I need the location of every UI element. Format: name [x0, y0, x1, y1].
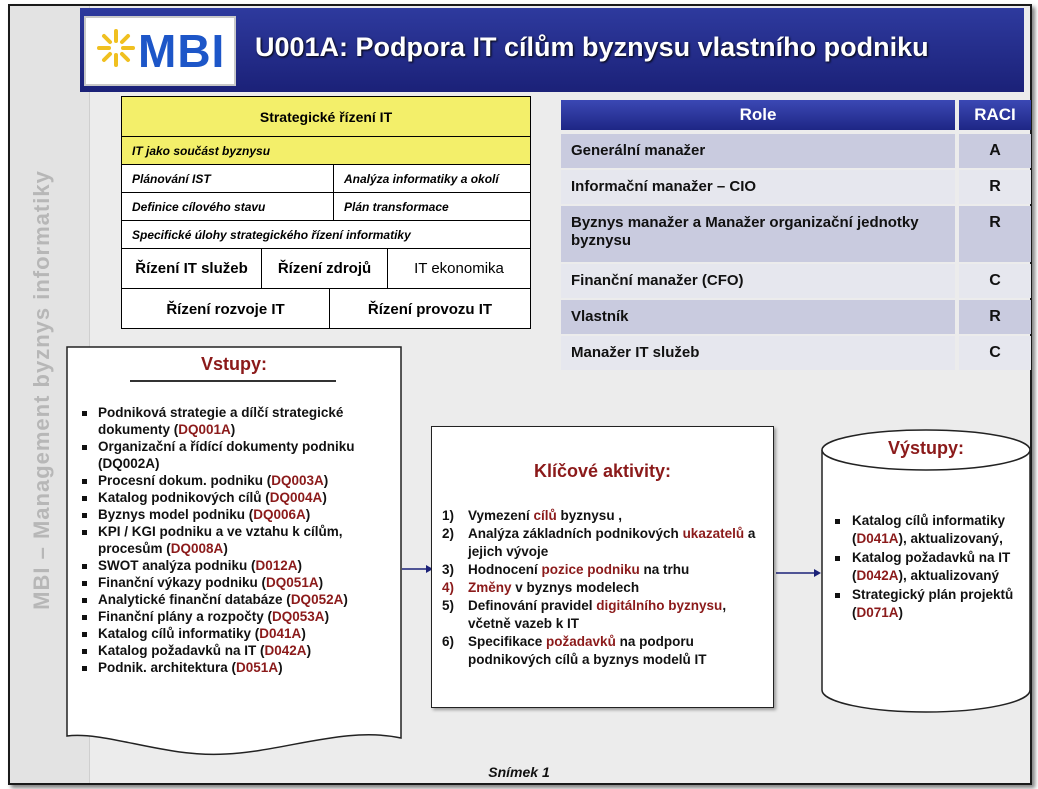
inputs-list: Podniková strategie a dílčí strategické … [78, 404, 398, 676]
list-item: Podniková strategie a dílčí strategické … [78, 404, 398, 438]
strategic-transformation: Plán transformace [334, 193, 530, 221]
activities-title: Klíčové aktivity: [533, 461, 672, 481]
strategic-development-mgmt: Řízení rozvoje IT [122, 289, 330, 329]
inputs-document: Vstupy: Podniková strategie a dílčí stra… [66, 346, 402, 766]
outputs-cylinder: Výstupy: Katalog cílů informatiky (D041A… [820, 428, 1032, 714]
inputs-title-underline [130, 380, 336, 382]
strategic-header: Strategické řízení IT [122, 97, 530, 137]
slide-number: Snímek 1 [488, 764, 550, 780]
list-item: 6)Specifikace požadavků na podporu podni… [442, 634, 707, 667]
outputs-list: Katalog cílů informatiky (D041A), aktual… [830, 512, 1026, 623]
list-item: KPI / KGI podniku a ve vztahu k cílům, p… [78, 523, 398, 557]
list-item: Analytické finanční databáze (DQ052A) [78, 591, 398, 608]
raci-value: C [959, 264, 1031, 298]
strategic-target-state: Definice cílového stavu [122, 193, 334, 221]
list-item: 1)Vymezení cílů byznysu , [442, 508, 623, 523]
raci-row: Generální manažer A [561, 134, 1031, 168]
strategic-it-economics: IT ekonomika [388, 249, 530, 289]
activities-list: 1)Vymezení cílů byznysu , 2)Analýza zákl… [442, 507, 767, 669]
list-item: Strategický plán projektů (D071A) [830, 586, 1026, 622]
strategic-table: Strategické řízení IT IT jako součást by… [121, 96, 531, 329]
list-item: 4)Změny v byznys modelech [442, 580, 640, 595]
raci-row: Finanční manažer (CFO) C [561, 264, 1031, 298]
list-item: Organizační a řídící dokumenty podniku (… [78, 438, 398, 472]
list-item: Katalog cílů informatiky (D041A) [78, 625, 398, 642]
list-item: Finanční výkazy podniku (DQ051A) [78, 574, 398, 591]
page-title: U001A: Podpora IT cílům byznysu vlastníh… [255, 32, 929, 62]
list-item: Finanční plány a rozpočty (DQ053A) [78, 608, 398, 625]
list-item: Katalog požadavků na IT (D042A) [78, 642, 398, 659]
raci-row: Manažer IT služeb C [561, 336, 1031, 370]
raci-row: Byznys manažer a Manažer organizační jed… [561, 206, 1031, 262]
sun-icon [97, 29, 135, 67]
list-item: Byznys model podniku (DQ006A) [78, 506, 398, 523]
raci-row: Informační manažer – CIO R [561, 170, 1031, 204]
raci-role: Informační manažer – CIO [561, 170, 955, 204]
strategic-row-business: IT jako součást byznysu [122, 137, 530, 165]
raci-role: Vlastník [561, 300, 955, 334]
outputs-title: Výstupy: [887, 438, 965, 458]
list-item: Procesní dokum. podniku (DQ003A) [78, 472, 398, 489]
raci-value: A [959, 134, 1031, 168]
strategic-resource-mgmt: Řízení zdrojů [262, 249, 388, 289]
raci-value: R [959, 300, 1031, 334]
strategic-specific-tasks: Specifické úlohy strategického řízení in… [122, 221, 530, 249]
list-item: 2)Analýza základních podnikových ukazate… [442, 526, 756, 559]
raci-role: Byznys manažer a Manažer organizační jed… [561, 206, 955, 262]
document-shape [66, 346, 402, 756]
list-item: Katalog podnikových cílů (DQ004A) [78, 489, 398, 506]
strategic-operations-mgmt: Řízení provozu IT [367, 300, 493, 318]
list-item: Katalog cílů informatiky (D041A), aktual… [830, 512, 1026, 548]
strategic-planning: Plánování IST [122, 165, 334, 193]
logo: MBI [84, 16, 236, 86]
raci-value: R [959, 206, 1031, 262]
raci-role: Manažer IT služeb [561, 336, 955, 370]
list-item: Podnik. architektura (D051A) [78, 659, 398, 676]
raci-header-raci: RACI [959, 100, 1031, 130]
raci-value: R [959, 170, 1031, 204]
key-activities-box: Klíčové aktivity: 1)Vymezení cílů byznys… [431, 426, 774, 708]
arrow-inputs-to-activities [402, 565, 433, 573]
strategic-analysis: Analýza informatiky a okolí [334, 165, 530, 193]
cylinder-shape [821, 429, 1031, 713]
raci-role: Generální manažer [561, 134, 955, 168]
inputs-title: Vstupy: [200, 354, 267, 374]
list-item: SWOT analýza podniku (D012A) [78, 557, 398, 574]
arrow-activities-to-outputs [776, 569, 821, 577]
list-item: 5)Definování pravidel digitálního byznys… [442, 598, 727, 631]
raci-role: Finanční manažer (CFO) [561, 264, 955, 298]
header-bar [80, 8, 1024, 92]
side-label: MBI – Management byznys informatiky [29, 170, 54, 610]
list-item: 3)Hodnocení pozice podniku na trhu [442, 562, 690, 577]
raci-row: Vlastník R [561, 300, 1031, 334]
raci-header-role: Role [561, 100, 955, 130]
list-item: Katalog požadavků na IT (D042A), aktuali… [830, 549, 1026, 585]
logo-text: MBI [138, 25, 226, 77]
strategic-service-mgmt: Řízení IT služeb [122, 249, 262, 289]
raci-value: C [959, 336, 1031, 370]
